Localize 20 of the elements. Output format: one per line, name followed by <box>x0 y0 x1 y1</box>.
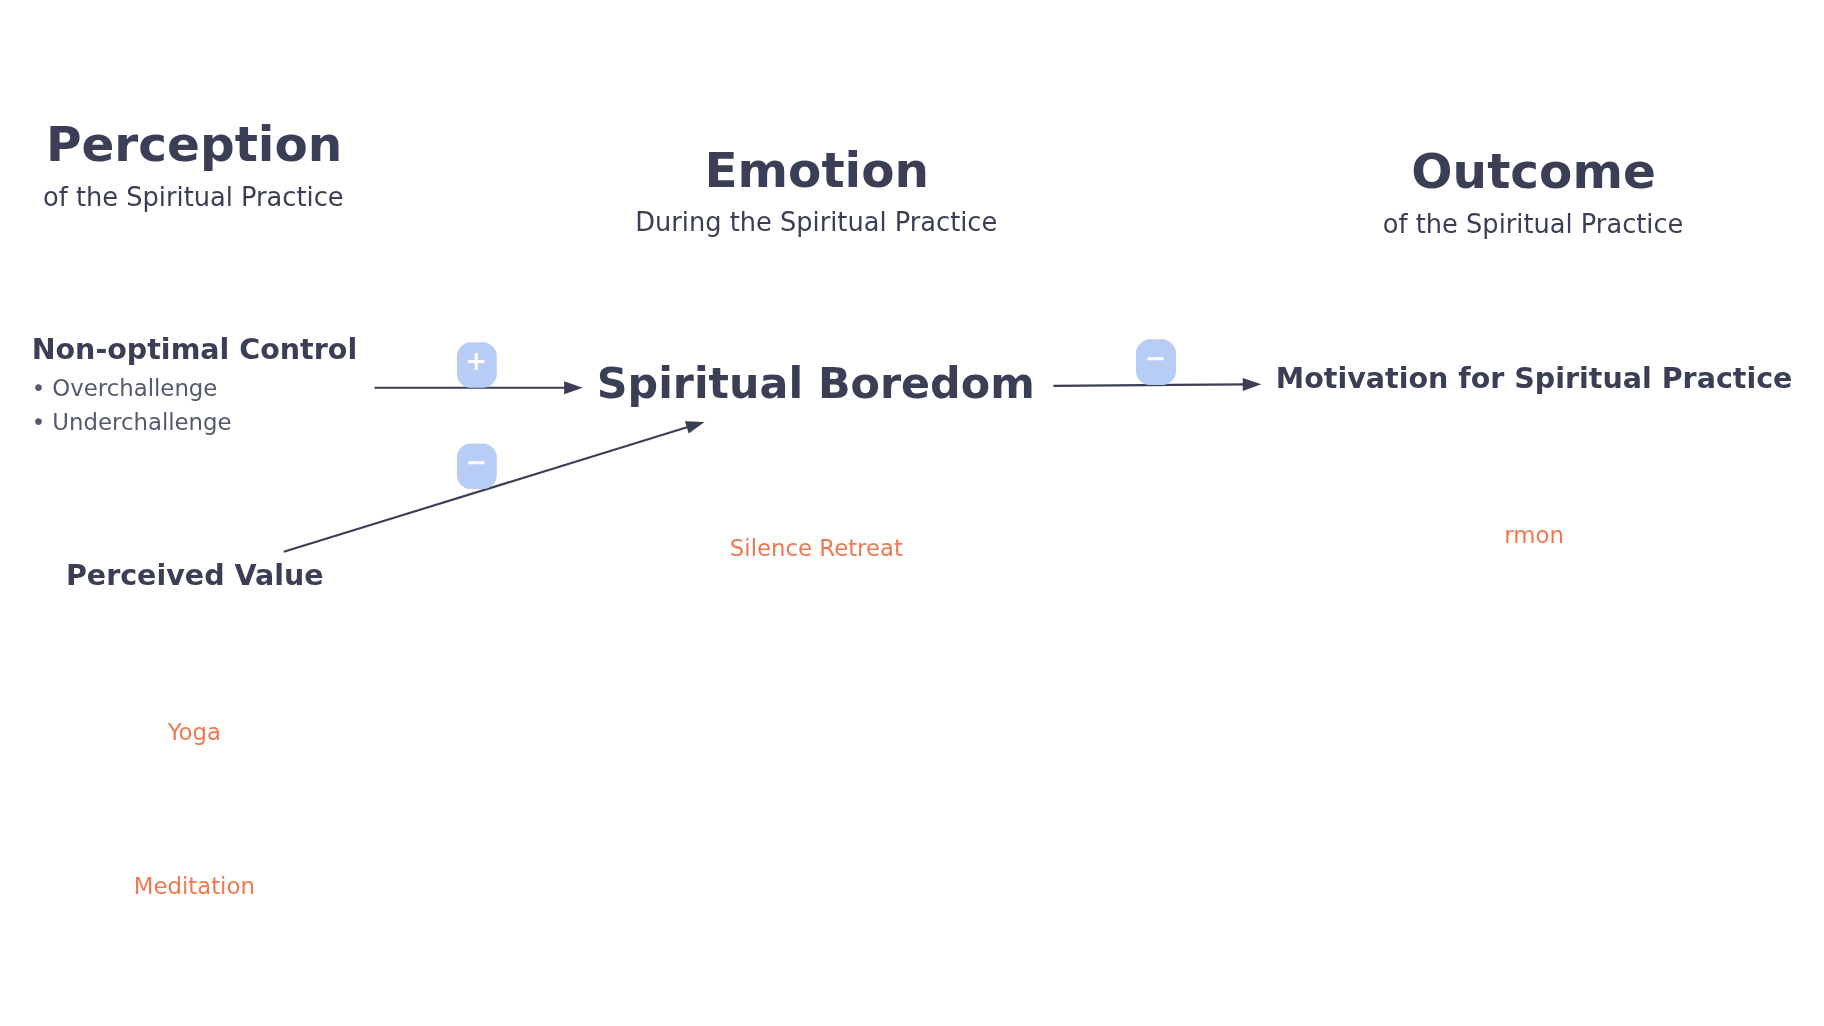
arrow <box>283 421 705 553</box>
label: Outcome <box>1411 143 1656 200</box>
label: Emotion <box>704 141 930 198</box>
node-text: Spiritual Boredom <box>596 357 1035 408</box>
node-text: Perceived Value <box>65 558 324 592</box>
label: During the Spiritual Practice <box>635 207 998 238</box>
label: of the Spiritual Practice <box>1382 208 1684 239</box>
label: Meditation <box>133 873 255 900</box>
edge-label: + <box>465 345 487 376</box>
label: Yoga <box>167 718 221 745</box>
node-text: Motivation for Spiritual Practice <box>1275 361 1793 395</box>
label: rmon <box>1504 522 1564 549</box>
edge-label: − <box>1144 342 1167 373</box>
arrow <box>374 381 583 395</box>
label: Silence Retreat <box>729 534 903 561</box>
arrow <box>1053 377 1262 391</box>
label: of the Spiritual Practice <box>43 181 344 212</box>
edge-label: − <box>465 447 487 478</box>
label: Perception <box>45 116 343 173</box>
node-text: Non-optimal Control • Overchallenge • Underchallenge <box>31 333 358 436</box>
